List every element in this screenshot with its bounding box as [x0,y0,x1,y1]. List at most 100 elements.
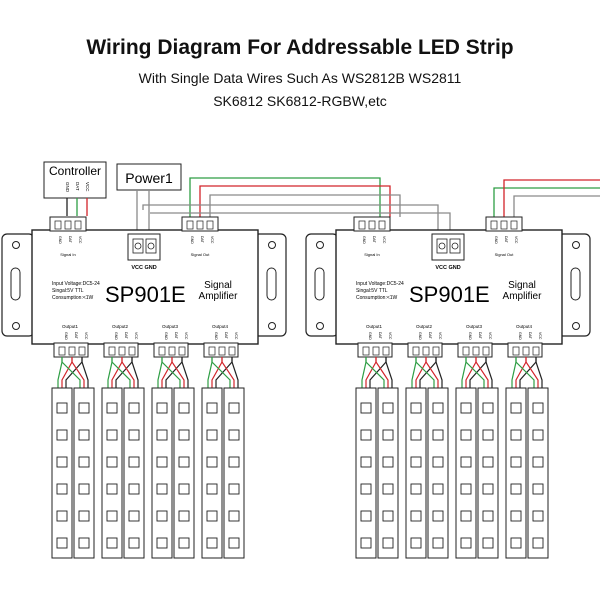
led-chip [178,402,190,414]
led-chip [532,429,544,441]
led-chip [532,402,544,414]
mounting-ear-right [253,233,287,337]
output-2-pin-1: GND [114,332,118,340]
controller-label: Controller [49,164,101,178]
led-chip [482,429,494,441]
led-strip [51,387,73,559]
output-wire [181,357,189,388]
controller-pin-1: GND [65,182,70,193]
led-chip [56,429,68,441]
signal-in-pin-2: DAT [372,236,376,244]
led-chip [382,483,394,495]
led-chip [432,483,444,495]
power-parallel-wire [150,212,451,234]
screw-hole [12,241,20,249]
signal-out-pin-1: GND [190,236,194,244]
output-wire [535,357,543,388]
led-chip [360,456,372,468]
output-1-pin-2: DAT [378,332,382,340]
led-chip [78,456,90,468]
output-wire [415,357,427,388]
output-label-1: Output1 [366,324,383,329]
led-chip [432,429,444,441]
led-chip [460,510,472,522]
led-chip [106,429,118,441]
output-wire [231,357,239,388]
output-wire [525,357,539,388]
amplifier-name-line1: Signal [508,280,536,291]
output-label-4: Output4 [212,324,229,329]
led-chip [360,510,372,522]
output-wire [111,357,123,388]
output-3-pin-2: DAT [174,332,178,340]
diagram-subtitle-line2: SK6812 SK6812-RGBW,etc [213,93,387,109]
output-wire [515,357,535,388]
led-strip [377,387,399,559]
led-chip [206,402,218,414]
mounting-ear-right [557,233,591,337]
led-strip [355,387,377,559]
output-wire [121,357,135,388]
mounting-ear-left [1,233,35,337]
signal-in-pin-1: GND [58,236,62,244]
screw-hole [316,241,324,249]
output-1-pin-3: VCC [84,332,88,340]
output-label-2: Output2 [112,324,129,329]
output-4-pin-3: VCC [538,332,542,340]
output-4-pin-1: GND [214,332,218,340]
led-chip [360,402,372,414]
output-wire [385,357,393,388]
output-wire [365,357,385,388]
output-wire [131,357,139,388]
led-chip [510,510,522,522]
led-chip [510,537,522,549]
screw-hole [268,322,276,330]
power-terminal-label: VCC GND [131,265,156,271]
led-chip [106,456,118,468]
led-chip [228,456,240,468]
output-3-pin-3: VCC [184,332,188,340]
output-label-3: Output3 [162,324,179,329]
led-chip [128,510,140,522]
signal-in-pin-1: GND [362,236,366,244]
led-chip [156,537,168,549]
led-chip [56,510,68,522]
signal-in-label: Signal In [60,252,76,257]
led-chip [460,429,472,441]
led-chip [382,402,394,414]
mount-slot [266,267,277,301]
led-chip [360,483,372,495]
controller: Controller GND DAT VCC [43,161,107,199]
model-label: SP901E [105,282,186,307]
led-strip [201,387,223,559]
led-chip [360,429,372,441]
amplifier-name-line2: Amplifier [503,291,543,302]
spec-signal: Singal:5V TTL [356,288,388,294]
led-chip [106,510,118,522]
output-wire [161,357,173,388]
led-chip [432,537,444,549]
chain-out-wire-2 [503,179,600,217]
output-wire [171,357,185,388]
signal-in-pin-3: VCC [78,236,82,244]
power-parallel-wire [142,204,439,234]
output-4-pin-1: GND [518,332,522,340]
power-label: Power1 [125,170,173,186]
spec-consumption: Consumption:<1W [356,295,398,301]
led-chip [228,483,240,495]
led-chip [206,429,218,441]
output-2-pin-3: VCC [134,332,138,340]
screw-hole [12,322,20,330]
led-chip [178,537,190,549]
diagram-title: Wiring Diagram For Addressable LED Strip [86,36,514,59]
led-strip [405,387,427,559]
led-chip [206,483,218,495]
spec-consumption: Consumption:<1W [52,295,94,301]
led-chip [510,456,522,468]
output-1-pin-1: GND [368,332,372,340]
output-label-3: Output3 [466,324,483,329]
signal-in-pin-2: DAT [68,236,72,244]
signal-out-pin-3: VCC [514,236,518,244]
output-1-pin-1: GND [64,332,68,340]
